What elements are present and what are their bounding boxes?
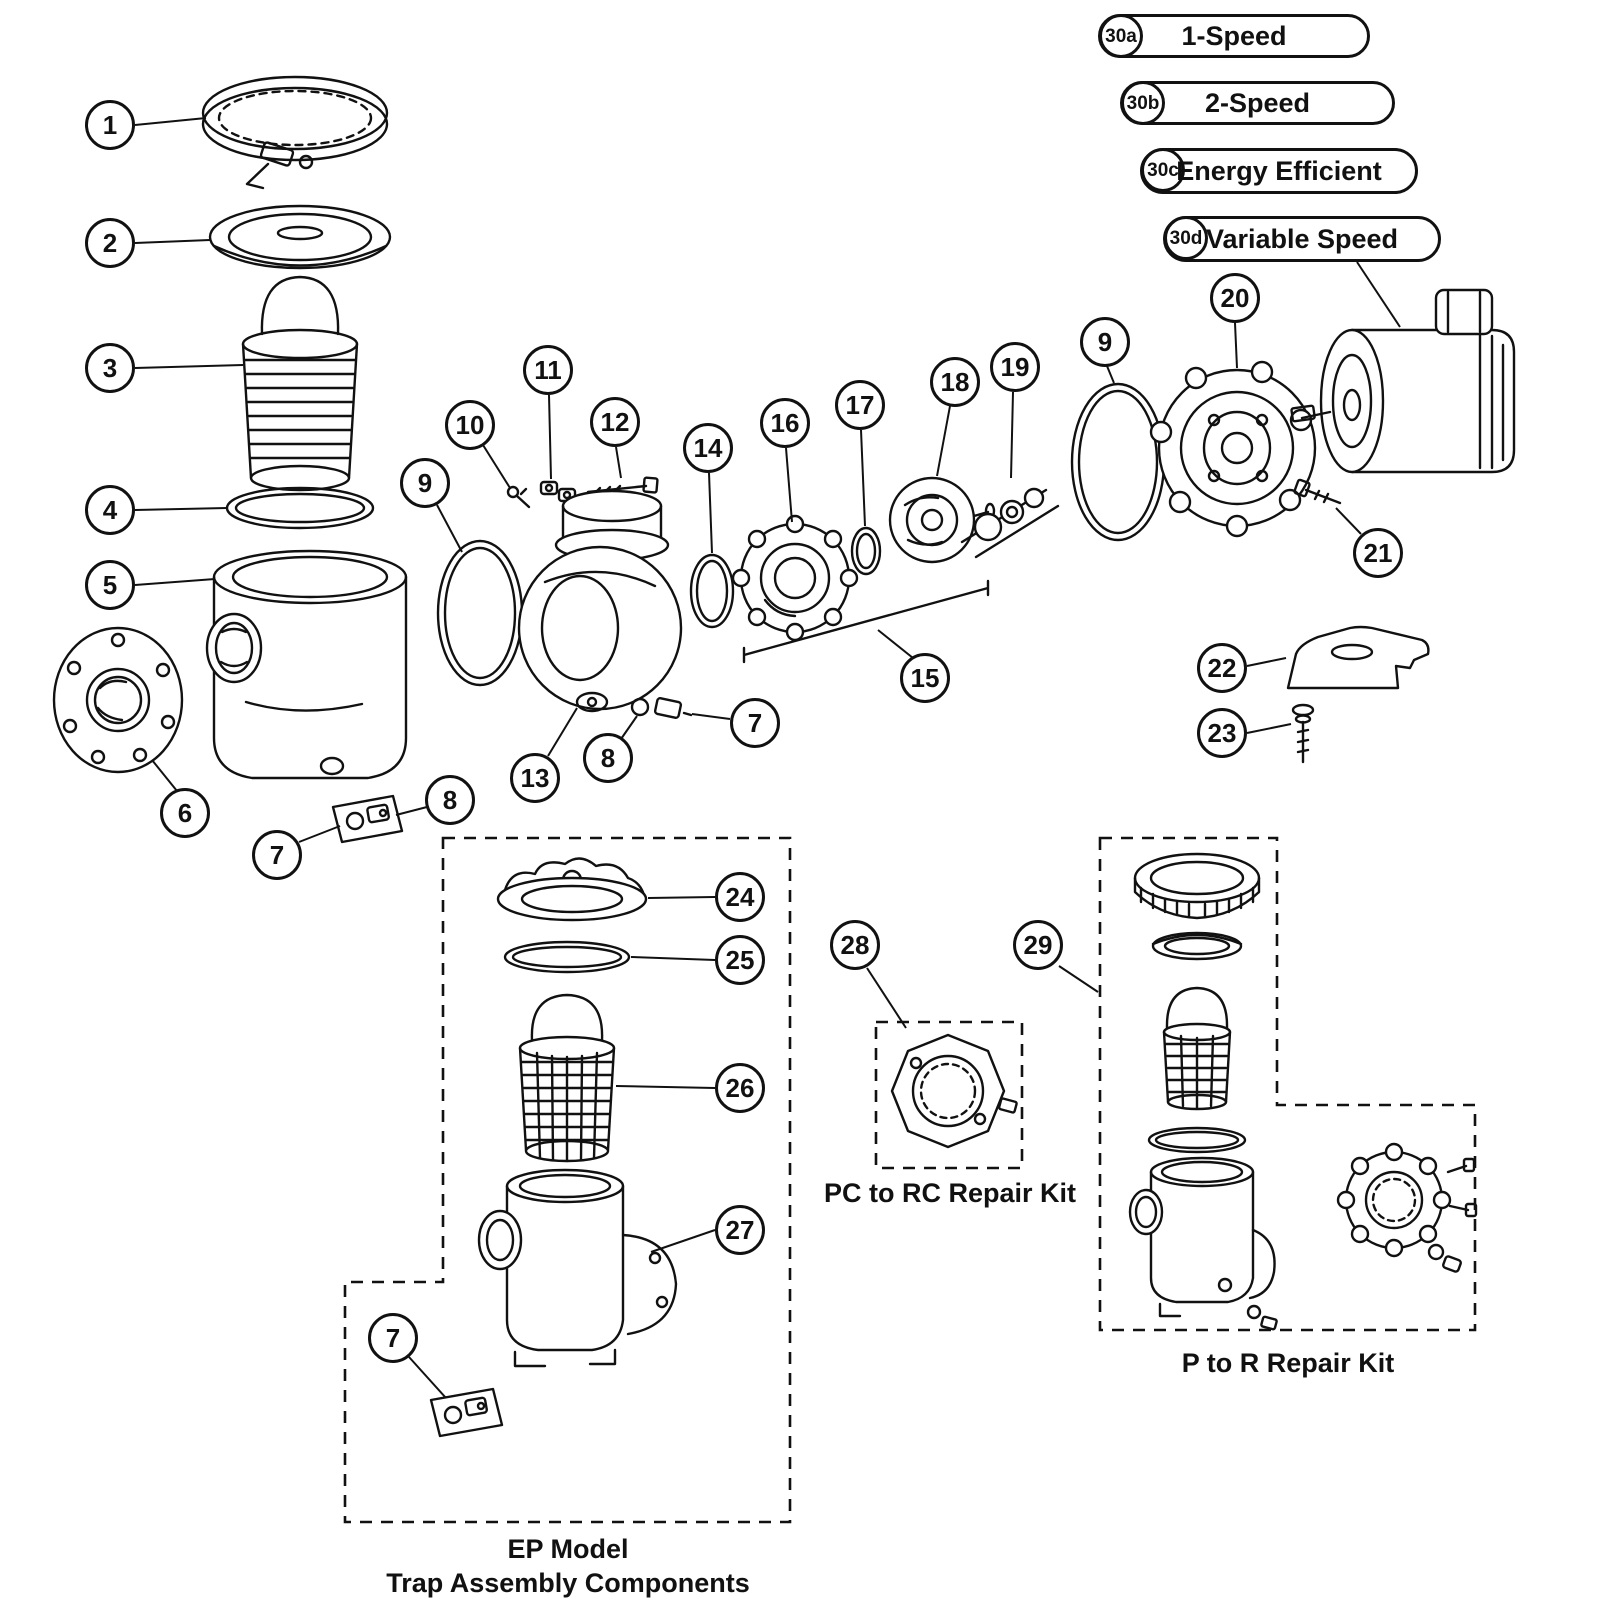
motor-drawing (1290, 288, 1516, 474)
part-volute (517, 489, 683, 713)
callout-29: 29 (1013, 920, 1063, 970)
speed-option-2-speed-label: 2-Speed (1204, 87, 1311, 118)
part-lid-oring (225, 486, 375, 530)
callout-7a: 7 (252, 830, 302, 880)
callout-8b: 8 (583, 733, 633, 783)
callout-21: 21 (1353, 528, 1403, 578)
part-housing-oring-b (1070, 382, 1166, 542)
callout-13: 13 (510, 753, 560, 803)
speed-option-energy-efficient: 30c Energy Efficient (1140, 148, 1418, 194)
callout-9a: 9 (400, 458, 450, 508)
part-kit-lid (1151, 931, 1243, 961)
speed-option-2-speed: 30b 2-Speed (1120, 81, 1395, 125)
speed-option-variable-speed: 30d Variable Speed (1163, 216, 1441, 262)
part-shaft-seal (960, 487, 1060, 559)
part-drain-plug-b (630, 697, 693, 719)
callout-27: 27 (715, 1205, 765, 1255)
part-union-nut-28 (890, 1033, 1018, 1149)
callout-14: 14 (683, 423, 733, 473)
callout-9b: 9 (1080, 317, 1130, 367)
part-drain-plug-c (429, 1387, 504, 1438)
ep-model-boundary (343, 836, 792, 1524)
callout-5: 5 (85, 560, 135, 610)
callout-23: 23 (1197, 708, 1247, 758)
callout-7b: 7 (730, 698, 780, 748)
callout-10: 10 (445, 400, 495, 450)
part-oring-14 (689, 553, 735, 629)
callout-24: 24 (715, 872, 765, 922)
callout-18: 18 (930, 357, 980, 407)
callout-16: 16 (760, 398, 810, 448)
part-drain-plug-a (331, 794, 404, 844)
part-kit-pot (1128, 1156, 1278, 1331)
callout-11: 11 (523, 345, 573, 395)
part-trap-basket (518, 993, 616, 1163)
speed-option-energy-efficient-label: Energy Efficient (1176, 155, 1382, 186)
callout-26: 26 (715, 1063, 765, 1113)
part-strainer-lid (208, 204, 392, 270)
callout-30d: 30d (1164, 216, 1208, 260)
callout-4: 4 (85, 485, 135, 535)
callout-15: 15 (900, 653, 950, 703)
callout-3: 3 (85, 343, 135, 393)
part-clamp-band (201, 75, 389, 190)
callout-6: 6 (160, 788, 210, 838)
part-strainer-housing (205, 549, 408, 780)
callout-7c: 7 (368, 1313, 418, 1363)
callout-30a: 30a (1099, 14, 1143, 58)
callout-28: 28 (830, 920, 880, 970)
callout-2: 2 (85, 218, 135, 268)
part-motor-base (1286, 625, 1430, 690)
part-screw (506, 485, 531, 509)
part-trap-oring (503, 940, 631, 974)
ep-model-caption-subtitle: Trap Assembly Components (386, 1568, 750, 1598)
part-kit-lock-ring (1133, 852, 1261, 920)
p-r-kit-boundary (1098, 836, 1477, 1332)
callout-30b: 30b (1121, 81, 1165, 125)
part-kit-oring (1147, 1126, 1247, 1154)
part-base-bolt (1291, 703, 1315, 764)
callout-1: 1 (85, 100, 135, 150)
pc-to-rc-kit-caption: PC to RC Repair Kit (823, 1178, 1077, 1208)
part-union-flange (52, 626, 184, 774)
callout-25: 25 (715, 935, 765, 985)
callout-22: 22 (1197, 643, 1247, 693)
part-bolt-21 (1293, 478, 1342, 505)
callout-19: 19 (990, 342, 1040, 392)
ep-model-caption-title: EP Model (507, 1534, 629, 1564)
callout-17: 17 (835, 380, 885, 430)
part-motor-mount-plate (1149, 360, 1317, 538)
part-seal-plate (731, 514, 859, 642)
pc-rc-kit-boundary (874, 1020, 1024, 1170)
callout-8a: 8 (425, 775, 475, 825)
callout-30c: 30c (1141, 148, 1185, 192)
speed-option-1-speed-label: 1-Speed (1181, 20, 1287, 51)
speed-option-1-speed: 30a 1-Speed (1098, 14, 1370, 58)
part-trap-body (477, 1168, 678, 1368)
p-to-r-kit-caption: P to R Repair Kit (1181, 1348, 1395, 1378)
part-kit-union-nut (1336, 1142, 1478, 1273)
callout-12: 12 (590, 397, 640, 447)
part-strainer-basket (241, 275, 359, 492)
part-oring-17 (850, 526, 882, 576)
part-trap-lid (496, 857, 648, 922)
part-group-bracket (742, 579, 990, 664)
speed-option-variable-speed-label: Variable Speed (1205, 223, 1399, 254)
part-housing-oring-a (436, 539, 524, 687)
part-kit-basket (1162, 986, 1232, 1111)
leader-lines (134, 117, 1401, 1399)
callout-20: 20 (1210, 273, 1260, 323)
